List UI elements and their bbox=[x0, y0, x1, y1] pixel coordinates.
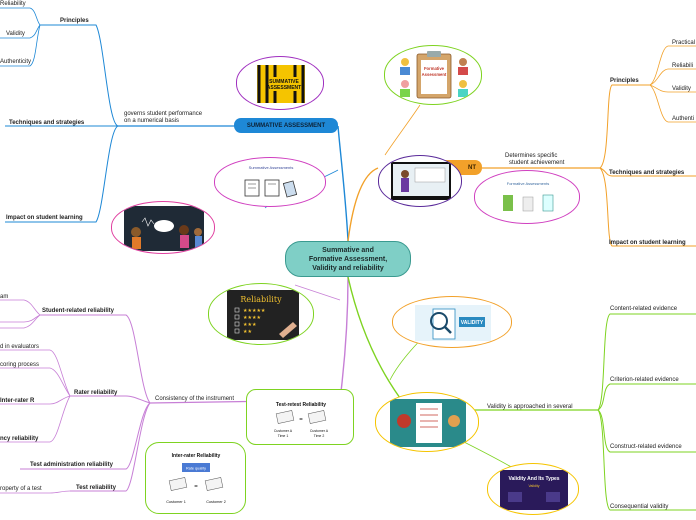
validity-types-icon: Validity And Its Types Validity bbox=[500, 470, 568, 510]
rater-item[interactable]: coring process bbox=[0, 362, 40, 368]
reliability-chalkboard-icon: Reliability ★★★★★ ★★★★ ★★★ ★★ bbox=[227, 290, 299, 340]
validity-image: VALIDITY bbox=[392, 296, 512, 348]
summative-caption1: SUMMATIVE bbox=[269, 79, 299, 85]
interrater-title: Inter-rater Reliability bbox=[172, 453, 221, 459]
svg-text:★★★: ★★★ bbox=[243, 322, 257, 328]
summative-poster-icon: SUMMATIVE ASSESSMENT bbox=[257, 65, 305, 103]
formative-clipboard-icon: Formative Assessment bbox=[400, 51, 468, 99]
reliability-title: Reliability bbox=[240, 295, 282, 304]
summative-banner-icon: Summative Assessments bbox=[244, 165, 298, 198]
central-topic-line2: Formative Assessment, bbox=[308, 255, 388, 263]
formative-principle-item[interactable]: Reliabili bbox=[672, 63, 694, 69]
validity-magnifier-icon: VALIDITY bbox=[415, 305, 491, 341]
rater-item[interactable]: d in evaluators bbox=[0, 344, 40, 350]
testretest-c2b: Time 2 bbox=[314, 434, 325, 438]
formative-techniques[interactable]: Techniques and strategies bbox=[609, 170, 685, 176]
validity-types-title: Validity And Its Types bbox=[508, 476, 559, 482]
formative-video-image bbox=[378, 155, 462, 207]
svg-text:★★★★: ★★★★ bbox=[243, 315, 261, 321]
formative-caption1: Formative bbox=[424, 66, 445, 71]
consistency-label: Consistency of the instrument bbox=[155, 396, 235, 402]
interrater-box: Rate quality bbox=[186, 467, 206, 471]
formative-impact[interactable]: Impact on student learning bbox=[609, 240, 686, 246]
rater-item[interactable]: Inter-rater R bbox=[0, 398, 35, 404]
central-topic-line1: Summative and bbox=[322, 246, 374, 254]
fa-banner-text: Formative Assessments bbox=[507, 181, 549, 186]
svg-text:=: = bbox=[194, 484, 198, 490]
summative-principles[interactable]: Principles bbox=[60, 18, 89, 24]
validity-checklist-icon bbox=[390, 399, 466, 447]
testretest-c2a: Customer A bbox=[310, 429, 329, 433]
classroom-icon bbox=[124, 206, 204, 251]
test-reliability-item[interactable]: roperty of a test bbox=[0, 486, 42, 492]
svg-text:★★: ★★ bbox=[243, 329, 252, 335]
interrater-c1: Customer 1 bbox=[166, 500, 186, 504]
validity-types-sub: Validity bbox=[528, 484, 539, 488]
formative-assessments-card: Formative Assessments bbox=[474, 170, 580, 224]
test-reliability[interactable]: Test reliability bbox=[76, 485, 116, 491]
governs-line1: governs student performance bbox=[124, 111, 203, 117]
summative-impact[interactable]: Impact on student learning bbox=[6, 215, 83, 221]
determines-line1: Determines specific bbox=[505, 153, 558, 159]
central-topic-line3: Validity and reliability bbox=[312, 264, 384, 272]
validity-item[interactable]: Content-related evidence bbox=[610, 306, 678, 312]
rater-item[interactable]: ncy reliability bbox=[0, 436, 39, 442]
summative-techniques[interactable]: Techniques and strategies bbox=[9, 120, 85, 126]
student-item[interactable]: am bbox=[0, 294, 9, 300]
interrater-c2: Customer 2 bbox=[206, 500, 226, 504]
teacher-video-icon bbox=[391, 162, 451, 200]
formative-caption2: Assessment bbox=[422, 72, 447, 77]
inter-rater-icon: Inter-rater Reliability Rate quality = C… bbox=[166, 453, 226, 504]
summative-principle-item[interactable]: Authenticity bbox=[0, 59, 32, 65]
validity-item[interactable]: Construct-related evidence bbox=[610, 444, 682, 450]
reliability-image: Reliability ★★★★★ ★★★★ ★★★ ★★ bbox=[208, 283, 314, 345]
test-retest-image: Test-retest Reliability = Customer A Tim… bbox=[246, 389, 354, 445]
validity-checklist-image bbox=[375, 392, 479, 452]
rater-reliability[interactable]: Rater reliability bbox=[74, 390, 118, 396]
inter-rater-image: Inter-rater Reliability Rate quality = C… bbox=[145, 442, 246, 514]
classroom-image bbox=[111, 201, 215, 254]
formative-principles[interactable]: Principles bbox=[610, 78, 639, 84]
summative-assessments-banner: Summative Assessments bbox=[214, 157, 326, 207]
formative-principle-item[interactable]: Authenti bbox=[672, 116, 695, 122]
central-topic[interactable]: Summative and Formative Assessment, Vali… bbox=[285, 241, 411, 277]
equals-sign: = bbox=[299, 417, 303, 423]
testretest-title: Test-retest Reliability bbox=[276, 402, 326, 408]
formative-assessment-image: Formative Assessment bbox=[384, 45, 482, 105]
test-retest-icon: Test-retest Reliability = Customer A Tim… bbox=[274, 402, 329, 438]
determines-line2: student achievement bbox=[509, 160, 565, 166]
test-administration-reliability[interactable]: Test administration reliability bbox=[30, 462, 113, 468]
summative-assessment-node[interactable]: SUMMATIVE ASSESSMENT bbox=[234, 118, 338, 133]
validity-tag: VALIDITY bbox=[461, 320, 484, 326]
validity-item[interactable]: Criterion-related evidence bbox=[610, 377, 679, 383]
formative-card-icon: Formative Assessments bbox=[503, 181, 554, 212]
student-related-reliability[interactable]: Student-related reliability bbox=[42, 308, 115, 314]
summative-caption2: ASSESSMENT bbox=[267, 85, 301, 91]
formative-principle-item[interactable]: Validity bbox=[672, 86, 691, 92]
sa-banner-text: Summative Assessments bbox=[249, 165, 294, 170]
validity-item[interactable]: Consequential validity bbox=[610, 504, 669, 510]
governs-line2: on a numerical basis bbox=[124, 118, 180, 124]
validity-types-image: Validity And Its Types Validity bbox=[487, 463, 579, 515]
summative-principle-item[interactable]: Reliability bbox=[0, 1, 26, 7]
summative-principle-item[interactable]: Validity bbox=[6, 31, 25, 37]
testretest-c1a: Customer A bbox=[274, 429, 293, 433]
formative-principle-item[interactable]: Practical bbox=[672, 40, 696, 46]
validity-approached: Validity is approached in several bbox=[487, 404, 573, 410]
summative-assessment-image: SUMMATIVE ASSESSMENT bbox=[236, 56, 324, 110]
testretest-c1b: Time 1 bbox=[278, 434, 289, 438]
svg-text:★★★★★: ★★★★★ bbox=[243, 308, 266, 314]
